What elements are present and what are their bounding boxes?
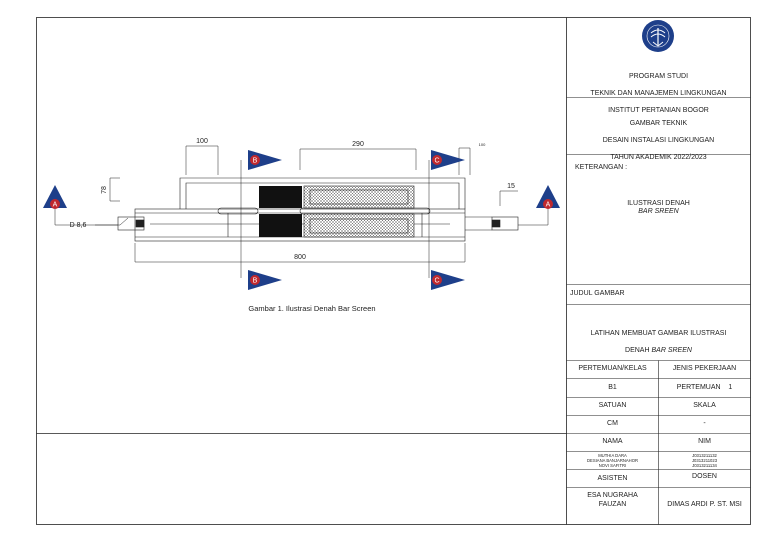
section-lines (54, 160, 549, 278)
dim-15: 15 (507, 183, 515, 190)
satuan-value: CM (607, 420, 618, 427)
university: INSTITUT PERTANIAN BOGOR (608, 106, 709, 114)
section-marker-a-left: A (43, 185, 67, 209)
asisten-label: ASISTEN (597, 475, 628, 482)
section-mark-c-top: C (434, 158, 439, 165)
institution-block: PROGRAM STUDI TEKNIK DAN MANAJEMEN LINGK… (567, 64, 750, 124)
dosen-label: DOSEN (692, 473, 717, 480)
kelas-value: B1 (608, 384, 617, 391)
student-names: MUTHIA DARA DESIANA BANJARNAHOR NOVI SAF… (587, 453, 638, 468)
keterangan-text: ILUSTRASI DENAH BAR SREEN (567, 191, 750, 217)
keterangan-main: ILUSTRASI DENAH (627, 199, 690, 207)
dim-290: 290 (352, 141, 364, 148)
skala-label: SKALA (693, 402, 716, 409)
department: TEKNIK DAN MANAJEMEN LINGKUNGAN (590, 89, 727, 97)
dim-100: 100 (196, 138, 208, 145)
course-subject: DESAIN INSTALASI LINGKUNGAN (602, 136, 715, 144)
section-marker-c-top: C (431, 150, 465, 170)
bar-screen-block-top (259, 186, 302, 208)
program-studi: PROGRAM STUDI (628, 72, 689, 80)
student-nims: J0313211132 J0313211023 J0313211134 (691, 453, 718, 468)
skala-value: - (703, 420, 706, 427)
section-marker-b-top: B (248, 150, 282, 170)
keterangan-label: KETERANGAN : (575, 164, 628, 171)
judul-gambar-label: JUDUL GAMBAR (570, 290, 625, 297)
asisten-value: ESA NUGRAHA FAUZAN (587, 492, 638, 508)
ipb-logo (642, 20, 674, 52)
section-mark-b-top: B (253, 158, 258, 165)
nama-label: NAMA (602, 438, 623, 445)
judul-italic: BAR SREEN (651, 346, 692, 354)
pertemuan-kelas-label: PERTEMUAN/KELAS (578, 365, 647, 372)
dosen-value: DIMAS ARDI P. ST. MSI (667, 501, 742, 508)
bar-screen-plan (117, 177, 519, 242)
judul-gambar-text: LATIHAN MEMBUAT GAMBAR ILUSTRASI DENAH B… (567, 321, 750, 364)
mesh-screen-top (303, 185, 415, 209)
judul-line2-text: DENAH (625, 346, 650, 354)
nim-label: NIM (698, 438, 711, 445)
dim-800: 800 (294, 254, 306, 261)
course-title: GAMBAR TEKNIK (629, 119, 688, 127)
course-block: GAMBAR TEKNIK DESAIN INSTALASI LINGKUNGA… (567, 111, 750, 171)
channel-outer-wall (134, 208, 466, 242)
section-mark-a-right: A (546, 202, 551, 209)
bar-screen-block-bottom (259, 214, 302, 237)
judul-line1: LATIHAN MEMBUAT GAMBAR ILUSTRASI (590, 329, 727, 337)
section-mark-c-bottom: C (434, 278, 439, 285)
section-marker-c-bottom: C (431, 270, 465, 290)
title-block-grid (566, 97, 751, 525)
keterangan-italic: BAR SREEN (638, 208, 679, 215)
judul-line2: DENAH BAR SREEN (567, 347, 750, 356)
section-mark-a-left: A (53, 202, 58, 209)
figure-caption: Gambar 1. Ilustrasi Denah Bar Screen (248, 304, 375, 313)
satuan-label: SATUAN (598, 402, 627, 409)
dim-78: 78 (101, 186, 108, 194)
pekerjaan-value: PERTEMUAN 1 (676, 384, 733, 391)
mesh-screen-bottom (303, 213, 415, 238)
dim-pipe-diameter: D 8,6 (70, 222, 87, 229)
sheet-border (36, 17, 751, 525)
section-mark-b-bottom: B (253, 278, 258, 285)
section-marker-b-bottom: B (248, 270, 282, 290)
dim-100-small: 100 (479, 142, 486, 147)
jenis-pekerjaan-label: JENIS PEKERJAAN (672, 365, 737, 372)
academic-year: TAHUN AKADEMIK 2022/2023 (610, 153, 707, 161)
section-marker-a-right: A (536, 185, 560, 209)
